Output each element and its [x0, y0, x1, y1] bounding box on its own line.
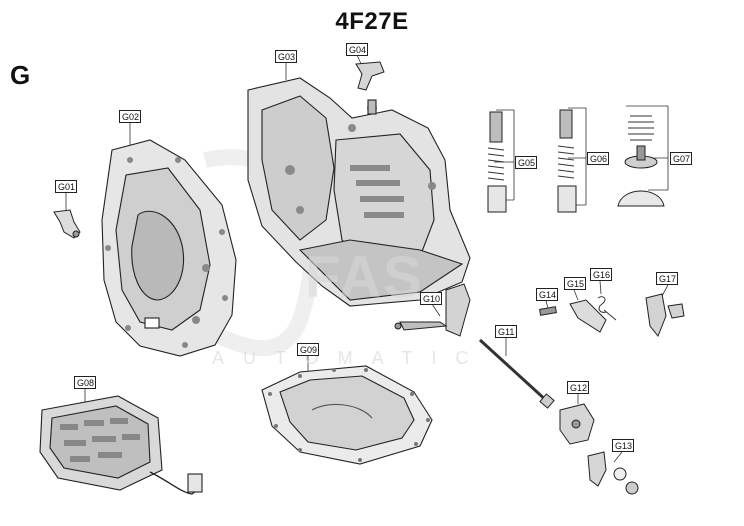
label-g13: G13 — [612, 439, 634, 452]
label-g16: G16 — [590, 268, 612, 281]
part-g17-parking-pawl — [645, 293, 685, 337]
watermark-logo-word: FAS — [305, 245, 424, 310]
label-g14: G14 — [536, 288, 558, 301]
part-g11-shaft — [478, 338, 555, 409]
label-g09: G09 — [297, 343, 319, 356]
part-g13-link-and-washers — [587, 451, 639, 495]
part-g07-accumulator — [617, 115, 665, 207]
label-g11: G11 — [495, 325, 517, 338]
part-g12-detent-plate — [559, 403, 595, 445]
part-g10-manual-lever — [394, 283, 471, 337]
part-g16-spring-clip — [597, 296, 617, 321]
label-g10: G10 — [420, 292, 442, 305]
label-g06: G06 — [587, 152, 609, 165]
part-g05-valve-spring-stack — [487, 111, 507, 213]
label-g17: G17 — [656, 272, 678, 285]
part-g15-link — [569, 299, 607, 333]
part-g14-pin — [539, 306, 557, 316]
label-g04: G04 — [346, 43, 368, 56]
part-g08-valve-body — [39, 395, 203, 495]
label-g05: G05 — [515, 156, 537, 169]
part-g01-speed-sensor — [53, 209, 81, 239]
label-g02: G02 — [119, 110, 141, 123]
part-g03-transmission-case — [247, 77, 471, 307]
section-letter: G — [10, 60, 31, 90]
label-g15: G15 — [564, 277, 586, 290]
label-g01: G01 — [55, 180, 77, 193]
part-g09-oil-pan — [261, 365, 433, 465]
label-g12: G12 — [567, 381, 589, 394]
part-g06-valve-spring-stack — [557, 109, 577, 213]
part-g04-bracket — [355, 61, 385, 91]
watermark-logo-subtitle: AUTOMATIC — [212, 348, 488, 368]
label-g07: G07 — [670, 152, 692, 165]
diagram-title: 4F27E — [335, 8, 409, 35]
label-g03: G03 — [275, 50, 297, 63]
label-g08: G08 — [74, 376, 96, 389]
leader-lines — [65, 54, 669, 463]
part-g02-converter-housing — [101, 139, 237, 357]
